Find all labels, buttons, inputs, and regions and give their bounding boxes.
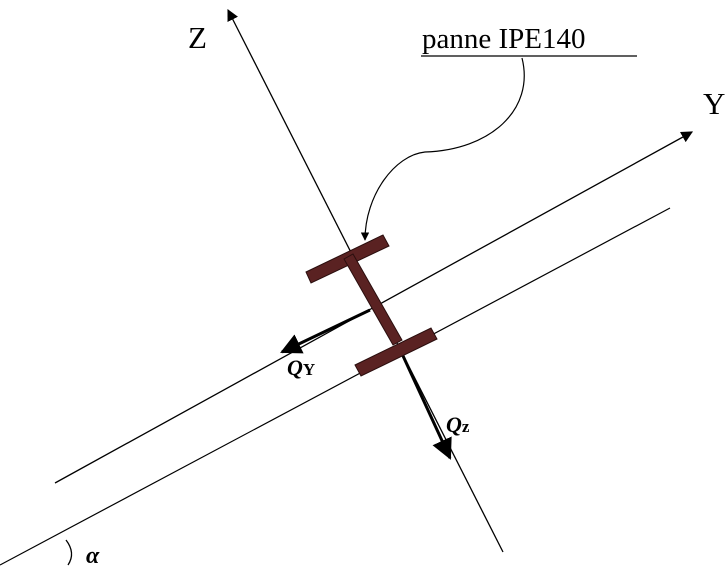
label-leader-curve [360,57,525,241]
qz-label-sub: z [462,417,470,436]
purlin-label-text: panne IPE140 [422,23,586,55]
qy-label-sub: Y [303,360,315,379]
y-axis-label: Y [703,86,725,121]
ipe-bottom-flange [354,327,438,377]
z-axis-label: Z [188,20,207,55]
purlin-label: panne IPE140 [421,23,637,57]
qz-label: Qz [446,412,470,437]
qz-label-main: Q [446,412,462,437]
ipe140-section [305,234,438,377]
angle-arc [65,539,73,566]
angle-label: α [86,543,100,568]
roof-slope-line [0,207,671,566]
qy-label: QY [287,355,315,380]
qy-label-main: Q [287,355,303,380]
force-qz-arrow [396,344,452,460]
force-qy-arrow [280,308,371,354]
ipe-web [343,253,403,346]
